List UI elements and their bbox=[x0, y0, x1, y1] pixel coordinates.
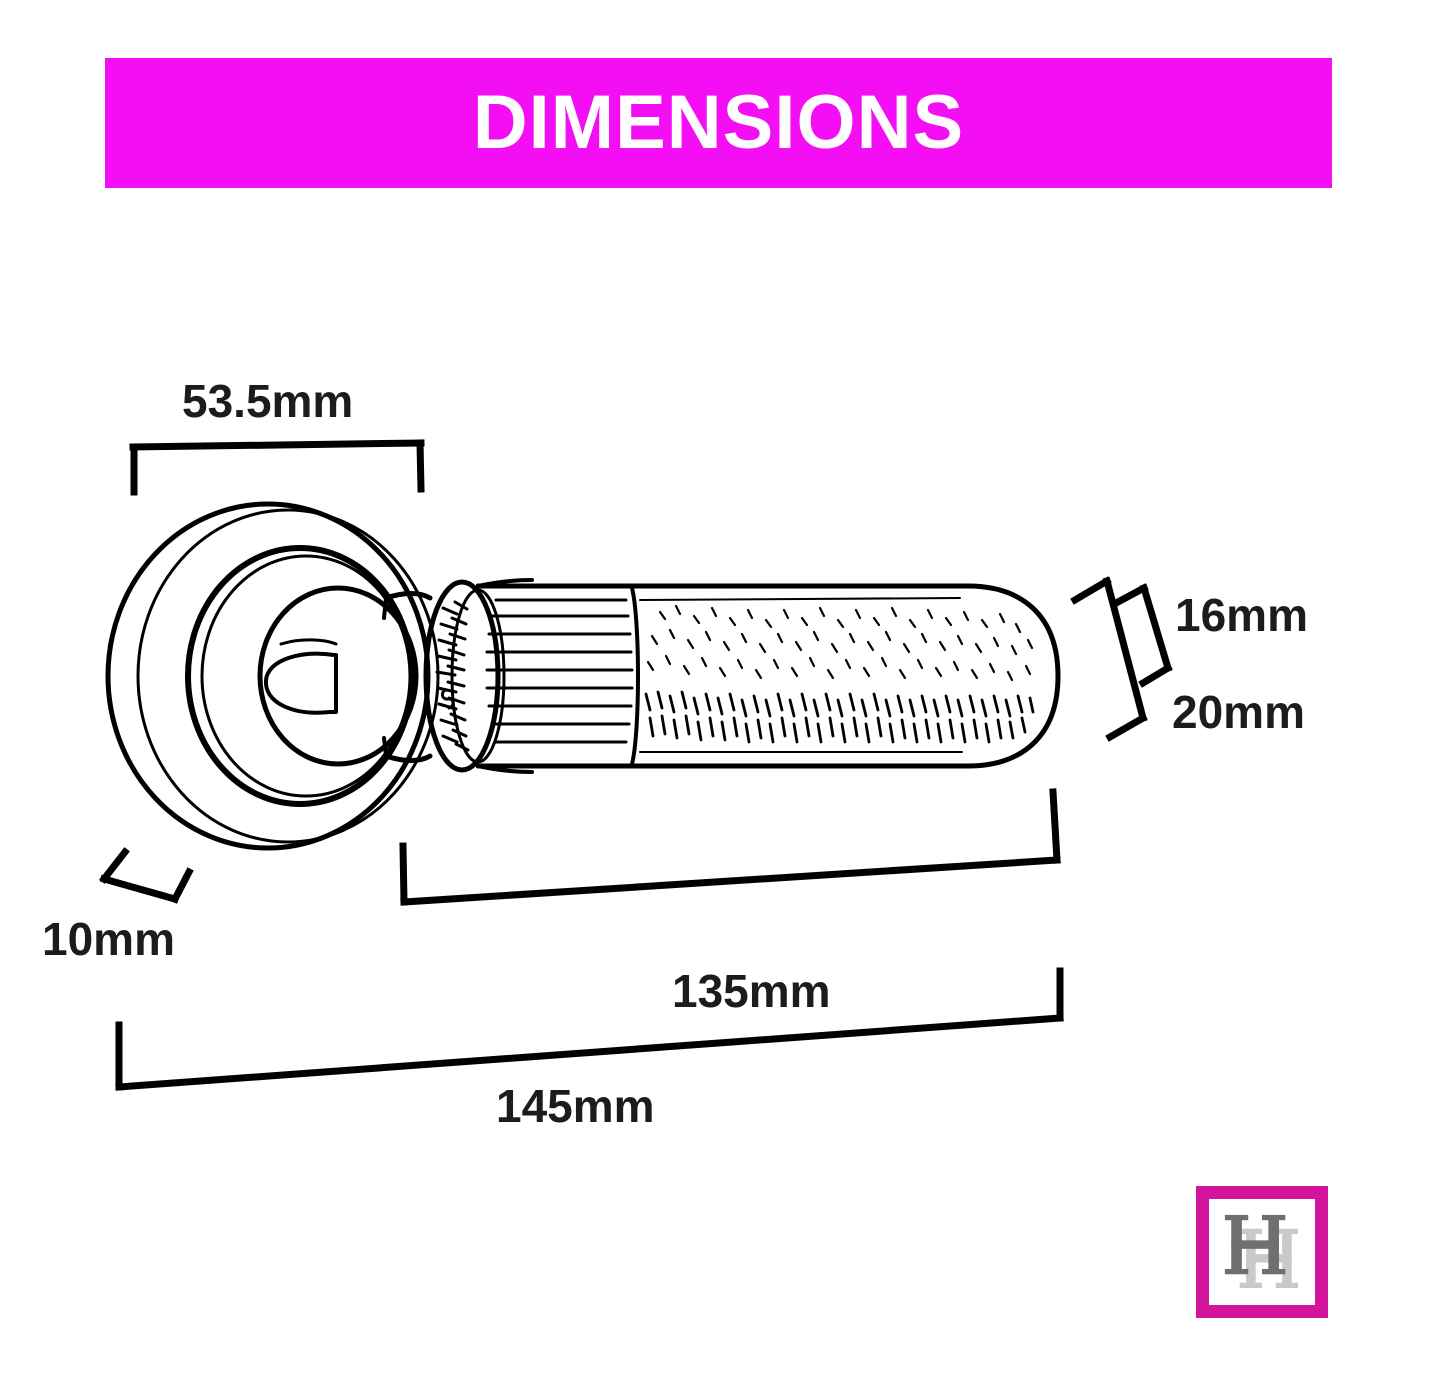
rose-outer-plate bbox=[105, 501, 440, 851]
lever-grip-texture bbox=[644, 604, 1035, 744]
dimension-label-53.5mm: 53.5mm bbox=[182, 375, 354, 427]
logo-letter-h-dark bbox=[1224, 1214, 1286, 1275]
dimension-label-20mm: 20mm bbox=[1172, 686, 1305, 738]
lever-grip bbox=[617, 583, 1061, 769]
handle-neck bbox=[382, 591, 433, 763]
dimension-line-20mm bbox=[1070, 576, 1148, 742]
hh-monogram-icon bbox=[1224, 1214, 1299, 1289]
dimension-line-135mm bbox=[399, 788, 1061, 906]
dimension-line-53.5mm bbox=[129, 439, 425, 496]
dimension-label-16mm: 16mm bbox=[1175, 589, 1308, 641]
dimension-line-16mm bbox=[1113, 583, 1173, 688]
dimension-line-145mm bbox=[115, 967, 1064, 1091]
rose-mid-ring bbox=[185, 545, 415, 807]
lever-fluted-barrel bbox=[475, 578, 640, 774]
header-banner: DIMENSIONS bbox=[105, 58, 1332, 188]
page-title: DIMENSIONS bbox=[472, 80, 965, 165]
brand-logo bbox=[1196, 1186, 1328, 1318]
dimension-label-10mm: 10mm bbox=[42, 913, 175, 965]
dimension-line-10mm bbox=[99, 847, 194, 904]
handle-drawing bbox=[105, 501, 1061, 851]
rose-inner-cutout bbox=[263, 638, 338, 715]
dimension-label-145mm: 145mm bbox=[496, 1080, 655, 1132]
logo-inner-plate bbox=[1209, 1199, 1315, 1305]
rose-inner-boss bbox=[257, 585, 419, 767]
lever-knurled-collar bbox=[423, 579, 506, 773]
dimension-label-135mm: 135mm bbox=[672, 965, 831, 1017]
